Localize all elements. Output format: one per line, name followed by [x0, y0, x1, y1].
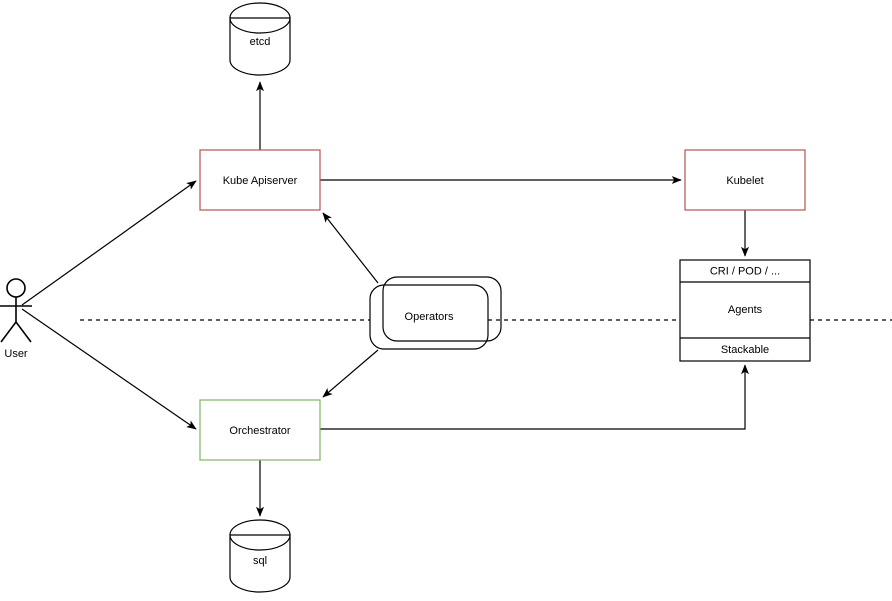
edge-user-to-kube-apiserver [21, 180, 197, 306]
agents-footer-label: Stackable [721, 344, 769, 356]
etcd-label: etcd [250, 36, 271, 48]
etcd-cylinder-body [229, 17, 291, 76]
edge-user-to-orchestrator [21, 308, 197, 430]
operators-card-front [369, 284, 489, 350]
etcd-cylinder-top [229, 2, 291, 34]
sql-label: sql [253, 555, 267, 567]
agents-header-label: CRI / POD / ... [710, 265, 780, 277]
operators-card-back [382, 276, 502, 342]
node-orchestrator[interactable]: Orchestrator [199, 399, 321, 461]
edge-operators-to-kube-apiserver [322, 212, 379, 284]
node-sql[interactable]: sql [229, 519, 291, 593]
node-operators[interactable]: Operators [369, 276, 502, 350]
user-head-icon [6, 278, 26, 298]
user-leg-left-icon [0, 321, 17, 343]
node-agents[interactable]: CRI / POD / ... Agents Stackable [679, 259, 811, 362]
operators-label: Operators [405, 311, 454, 323]
edge-orchestrator-to-stackable [320, 364, 749, 430]
kube-apiserver-label: Kube Apiserver [223, 175, 298, 187]
node-kube-apiserver[interactable]: Kube Apiserver [199, 149, 321, 211]
agents-label: Agents [728, 304, 763, 316]
node-kubelet[interactable]: Kubelet [684, 149, 806, 211]
kubelet-label: Kubelet [726, 175, 763, 187]
edge-operators-to-orchestrator [322, 349, 379, 398]
node-etcd[interactable]: etcd [229, 2, 291, 76]
agents-box [679, 259, 811, 362]
kube-apiserver-box [199, 149, 321, 211]
sql-cylinder-top [229, 519, 291, 551]
orchestrator-label: Orchestrator [229, 425, 290, 437]
sql-cylinder-body [229, 534, 291, 593]
orchestrator-box [199, 399, 321, 461]
user-label: User [4, 348, 28, 360]
node-user[interactable]: User [0, 278, 32, 360]
user-leg-right-icon [15, 321, 32, 343]
kubelet-box [684, 149, 806, 211]
